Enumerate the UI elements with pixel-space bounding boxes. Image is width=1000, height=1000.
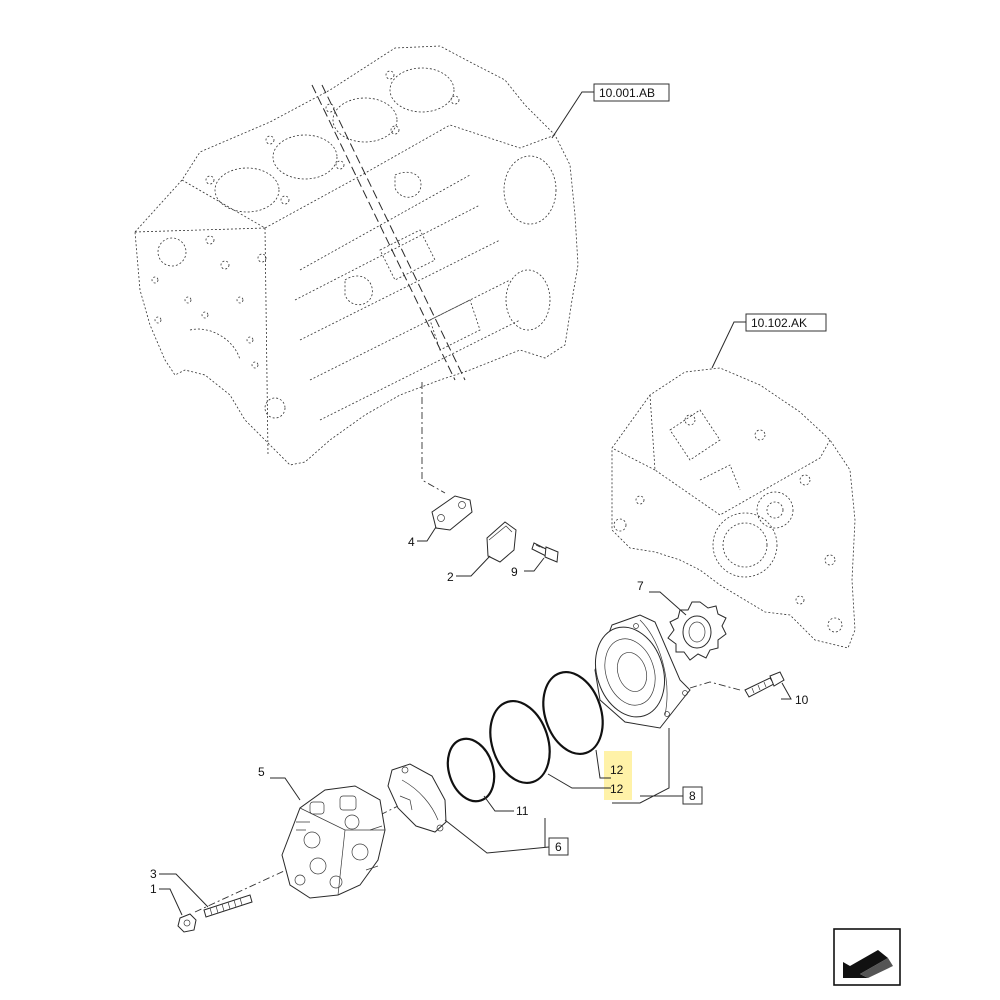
ref-cover-label: 10.102.AK (751, 316, 807, 330)
label-part-8: 8 (689, 789, 696, 803)
o-ring-part-11[interactable] (440, 733, 502, 807)
gasket-part-4[interactable] (431, 495, 473, 531)
label-part-5: 5 (258, 765, 265, 779)
label-part-10: 10 (795, 693, 809, 707)
stud-part-3[interactable] (203, 894, 253, 918)
pump-part-5[interactable] (281, 785, 386, 899)
callout-ref-block[interactable]: 10.001.AB (593, 83, 670, 102)
label-part-4: 4 (408, 535, 415, 549)
label-part-11: 11 (516, 804, 529, 818)
label-part-9: 9 (511, 565, 518, 579)
o-ring-part-12b[interactable] (533, 664, 612, 761)
label-part-3: 3 (150, 867, 157, 881)
cover-plate-part-2[interactable] (486, 521, 517, 563)
flange-plate-part-6[interactable] (387, 763, 447, 833)
callout-box-part-6[interactable]: 6 (548, 837, 569, 856)
gear-part-7[interactable] (667, 601, 727, 661)
label-part-12a: 12 (610, 763, 624, 777)
label-part-12b: 12 (610, 782, 624, 796)
label-part-6: 6 (555, 840, 562, 854)
label-part-7: 7 (637, 579, 644, 593)
bolt-part-10[interactable] (744, 671, 785, 698)
bolt-part-9[interactable] (531, 542, 559, 563)
nut-part-1[interactable] (177, 913, 197, 933)
o-ring-part-12a[interactable] (480, 693, 559, 790)
front-cover-housing (611, 367, 856, 649)
assembly-centerline-cover (689, 681, 741, 691)
label-part-1: 1 (150, 882, 157, 896)
assembly-centerline-block (421, 382, 446, 494)
engine-block (134, 45, 579, 466)
label-part-2: 2 (447, 570, 454, 584)
arrow-icon[interactable] (833, 928, 901, 986)
callout-ref-cover[interactable]: 10.102.AK (745, 313, 827, 332)
adapter-housing-part-8[interactable] (584, 614, 691, 729)
ref-block-label: 10.001.AB (599, 86, 655, 100)
callout-box-part-8[interactable]: 8 (682, 786, 703, 805)
